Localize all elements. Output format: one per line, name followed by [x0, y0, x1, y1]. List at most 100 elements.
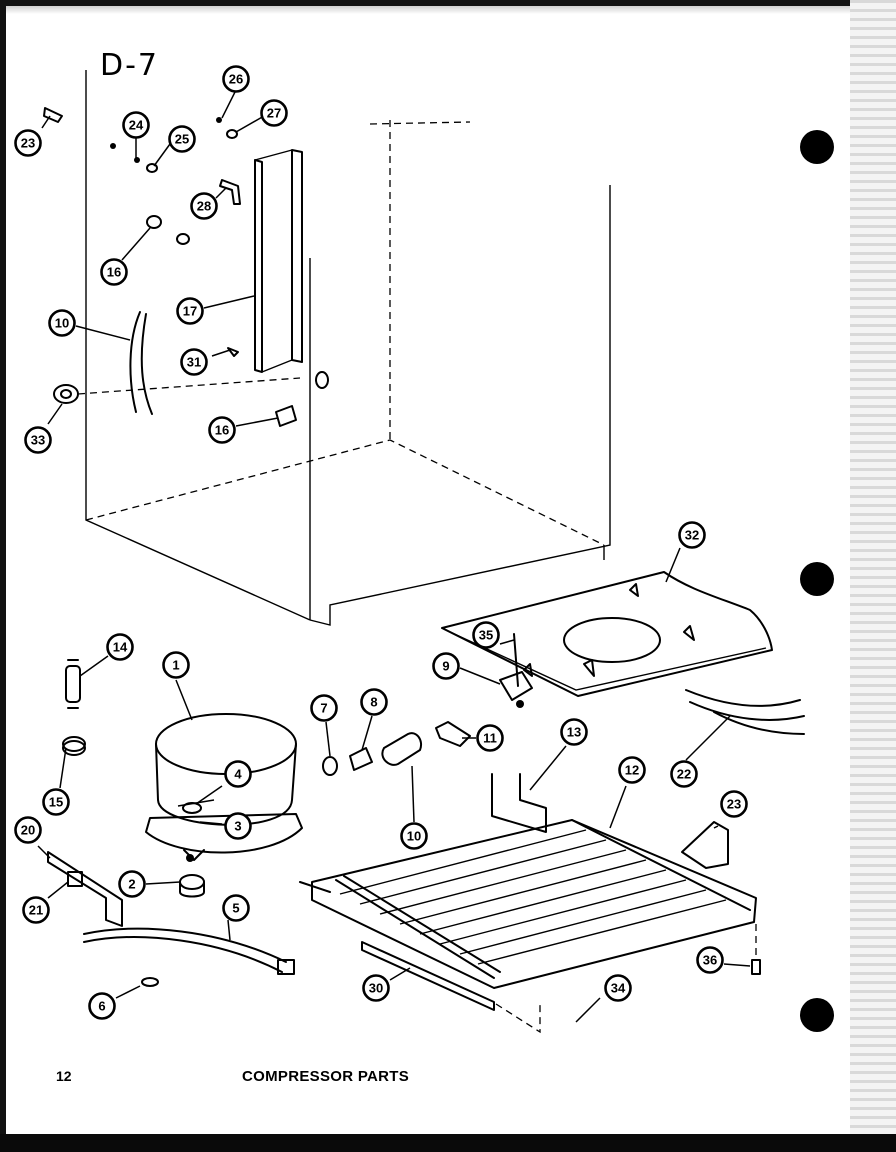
part-6 — [141, 977, 159, 987]
svg-text:33: 33 — [31, 433, 45, 448]
callout-24: 24 — [122, 111, 150, 139]
binder-hole-middle — [800, 562, 834, 596]
callout-13: 13 — [560, 718, 588, 746]
svg-text:13: 13 — [567, 725, 581, 740]
svg-text:6: 6 — [98, 999, 105, 1014]
svg-text:26: 26 — [229, 72, 243, 87]
callout-20: 20 — [14, 816, 42, 844]
callout-10-fitting: 10 — [400, 822, 428, 850]
handwritten-sheet-code: D-7 — [100, 48, 160, 83]
condenser — [299, 819, 761, 1034]
callout-23-top: 23 — [14, 129, 42, 157]
callout-26: 26 — [222, 65, 250, 93]
svg-text:3: 3 — [234, 819, 241, 834]
svg-text:8: 8 — [370, 695, 377, 710]
base-plate — [441, 571, 773, 697]
callout-31: 31 — [180, 348, 208, 376]
callout-22: 22 — [670, 760, 698, 788]
svg-text:28: 28 — [197, 199, 211, 214]
callout-12: 12 — [618, 756, 646, 784]
callout-23-bracket: 23 — [720, 790, 748, 818]
callout-27: 27 — [260, 99, 288, 127]
callout-1: 1 — [162, 651, 190, 679]
callout-3: 3 — [224, 812, 252, 840]
callout-17: 17 — [176, 297, 204, 325]
svg-text:5: 5 — [232, 901, 239, 916]
callout-8: 8 — [360, 688, 388, 716]
svg-text:32: 32 — [685, 528, 699, 543]
callout-21: 21 — [22, 896, 50, 924]
callout-16-upper: 16 — [100, 258, 128, 286]
svg-text:21: 21 — [29, 903, 43, 918]
svg-text:15: 15 — [49, 795, 63, 810]
discharge-tube — [83, 927, 295, 975]
scan-edge-right — [850, 0, 896, 1152]
top-hardware — [43, 107, 329, 427]
part-15 — [62, 736, 86, 756]
callout-32: 32 — [678, 521, 706, 549]
callout-6: 6 — [88, 992, 116, 1020]
svg-text:10: 10 — [55, 316, 69, 331]
scan-edge-bottom — [0, 1134, 896, 1152]
callout-9: 9 — [432, 652, 460, 680]
svg-text:16: 16 — [215, 423, 229, 438]
page-number: 12 — [56, 1068, 72, 1084]
svg-text:23: 23 — [727, 797, 741, 812]
callout-14: 14 — [106, 633, 134, 661]
callout-36: 36 — [696, 946, 724, 974]
callout-33: 33 — [24, 426, 52, 454]
relay-assembly — [499, 633, 533, 708]
svg-text:7: 7 — [320, 701, 327, 716]
svg-text:17: 17 — [183, 304, 197, 319]
callout-16-lower: 16 — [208, 416, 236, 444]
svg-text:22: 22 — [677, 767, 691, 782]
scan-edge-top — [0, 0, 896, 14]
svg-text:20: 20 — [21, 823, 35, 838]
part-23-bracket — [681, 821, 729, 869]
leader-lines — [37, 89, 751, 1023]
svg-text:4: 4 — [234, 767, 242, 782]
svg-text:2: 2 — [128, 877, 135, 892]
svg-text:16: 16 — [107, 265, 121, 280]
svg-text:27: 27 — [267, 106, 281, 121]
svg-text:11: 11 — [483, 731, 497, 746]
svg-text:30: 30 — [369, 981, 383, 996]
page-title: COMPRESSOR PARTS — [242, 1068, 410, 1085]
fittings — [322, 721, 471, 776]
callout-15: 15 — [42, 788, 70, 816]
callout-2: 2 — [118, 870, 146, 898]
svg-text:35: 35 — [479, 628, 493, 643]
svg-text:14: 14 — [113, 640, 128, 655]
svg-text:12: 12 — [625, 763, 639, 778]
callout-30: 30 — [362, 974, 390, 1002]
callout-25: 25 — [168, 125, 196, 153]
cabinet-outline — [85, 70, 611, 626]
binder-hole-top — [800, 130, 834, 164]
svg-text:10: 10 — [407, 829, 421, 844]
svg-text:23: 23 — [21, 136, 35, 151]
svg-text:1: 1 — [172, 658, 179, 673]
svg-text:34: 34 — [611, 981, 626, 996]
scan-edge-left — [0, 0, 6, 1152]
callout-4: 4 — [224, 760, 252, 788]
callout-5: 5 — [222, 894, 250, 922]
callout-7: 7 — [310, 694, 338, 722]
wire-harness — [685, 689, 805, 735]
part-14 — [65, 659, 81, 709]
svg-text:9: 9 — [442, 659, 449, 674]
compressor — [145, 713, 303, 898]
mounting-bracket — [47, 851, 123, 927]
callout-10-wire: 10 — [48, 309, 76, 337]
svg-text:36: 36 — [703, 953, 717, 968]
callout-35: 35 — [472, 621, 500, 649]
callout-34: 34 — [604, 974, 632, 1002]
callout-11: 11 — [476, 724, 504, 752]
part-13 — [491, 773, 547, 833]
callout-28: 28 — [190, 192, 218, 220]
svg-text:31: 31 — [187, 355, 201, 370]
svg-text:24: 24 — [129, 118, 144, 133]
binder-hole-bottom — [800, 998, 834, 1032]
svg-text:25: 25 — [175, 132, 189, 147]
